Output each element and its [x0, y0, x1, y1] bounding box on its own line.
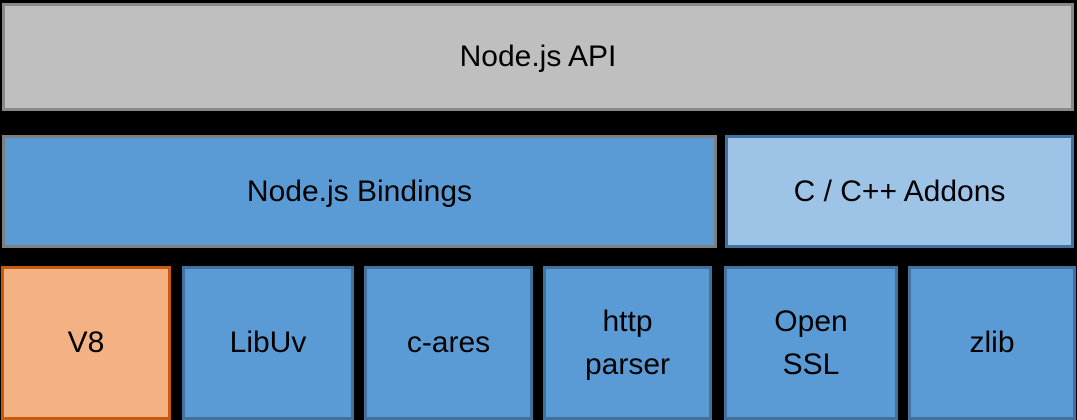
box-zlib: zlib	[908, 266, 1076, 420]
http-parser-label: http parser	[584, 304, 671, 382]
c-cpp-addons-label: C / C++ Addons	[793, 174, 1006, 208]
v8-label: V8	[67, 326, 105, 359]
box-http-parser: http parser	[543, 266, 712, 420]
open-ssl-label: Open SSL	[774, 304, 848, 382]
nodejs-api-label: Node.js API	[459, 40, 617, 73]
box-nodejs-bindings: Node.js Bindings	[2, 135, 717, 248]
box-c-cpp-addons: C / C++ Addons	[725, 135, 1074, 248]
nodejs-bindings-label: Node.js Bindings	[246, 174, 473, 208]
box-c-ares: c-ares	[364, 266, 533, 420]
box-open-ssl: Open SSL	[724, 266, 898, 420]
zlib-label: zlib	[969, 326, 1015, 359]
box-v8: V8	[1, 266, 171, 420]
libuv-label: LibUv	[229, 326, 307, 359]
c-ares-label: c-ares	[406, 326, 491, 359]
box-nodejs-api: Node.js API	[2, 3, 1074, 111]
box-libuv: LibUv	[182, 266, 354, 420]
